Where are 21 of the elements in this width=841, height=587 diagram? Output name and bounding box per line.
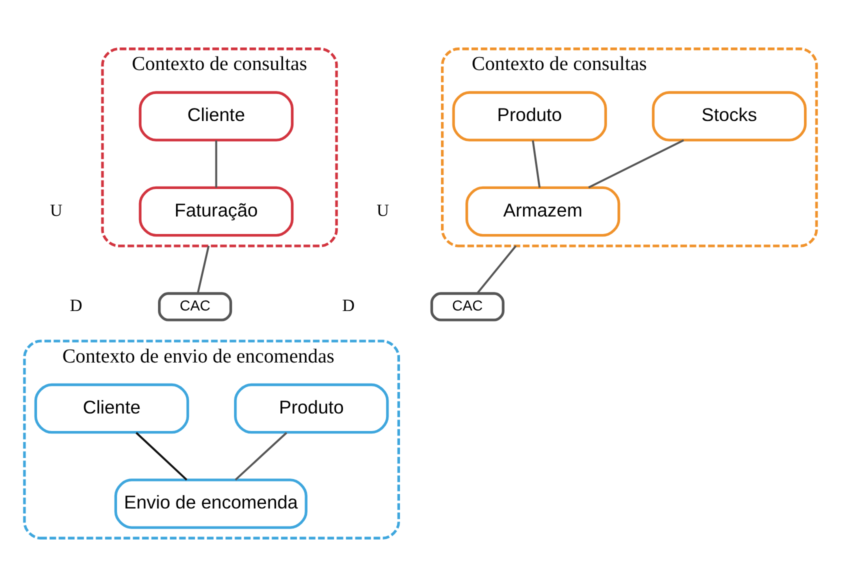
connector bbox=[476, 245, 517, 294]
connector bbox=[588, 139, 684, 188]
connector bbox=[136, 432, 188, 481]
connector bbox=[532, 140, 541, 188]
node-box: Armazem bbox=[465, 186, 620, 237]
label: U bbox=[376, 201, 390, 220]
label: U bbox=[50, 201, 62, 220]
node-box: Produto bbox=[234, 383, 389, 434]
connector bbox=[196, 246, 210, 294]
node-box: CAC bbox=[430, 292, 504, 322]
node-box: Cliente bbox=[138, 91, 294, 142]
connector bbox=[234, 432, 288, 481]
node-box: Envio de encomenda bbox=[114, 478, 308, 529]
label: D bbox=[342, 296, 355, 316]
node-box: Produto bbox=[452, 91, 607, 142]
connector bbox=[215, 140, 218, 188]
node-box: Cliente bbox=[34, 383, 190, 434]
label: D bbox=[70, 296, 82, 316]
node-box: Faturação bbox=[138, 186, 294, 237]
node-box: CAC bbox=[158, 292, 232, 322]
node-box: Stocks bbox=[652, 91, 807, 142]
